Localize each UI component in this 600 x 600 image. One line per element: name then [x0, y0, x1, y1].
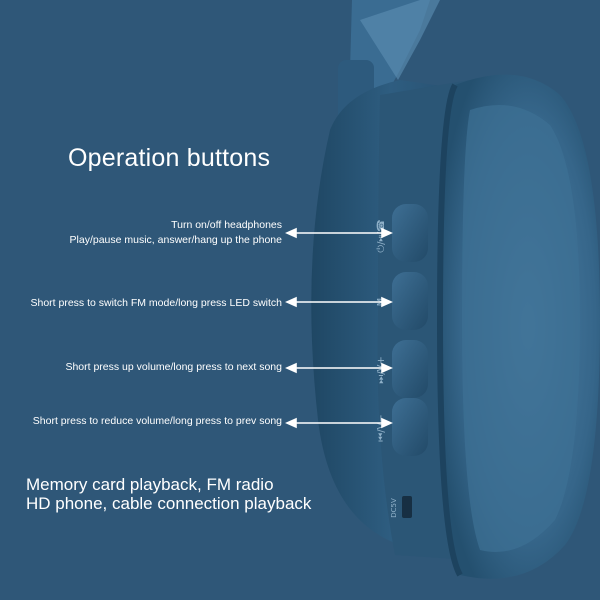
callout-volume-down: Short press to reduce volume/long press … [33, 414, 282, 429]
callout-volume-up: Short press up volume/long press to next… [65, 360, 282, 375]
svg-text:DC5V: DC5V [390, 498, 398, 518]
callout-power-line1: Turn on/off headphones [171, 219, 282, 231]
callout-arrows [285, 227, 393, 429]
callout-volume-down-line1: Short press to reduce volume/long press … [32, 415, 282, 427]
callout-power-line2: Play/pause music, answer/hang up the pho… [69, 234, 282, 246]
caption-line2: HD phone, cable connection playback [26, 494, 312, 513]
card-slot: DC5V [390, 496, 412, 518]
ear-cushion [436, 74, 600, 579]
callout-volume-up-line1: Short press up volume/long press to next… [65, 361, 282, 373]
control-buttons [392, 204, 428, 456]
callout-power: Turn on/off headphones Play/pause music,… [70, 218, 282, 248]
feature-caption: Memory card playback, FM radio HD phone,… [26, 475, 311, 513]
callout-mode-line1: Short press to switch FM mode/long press… [30, 297, 282, 309]
page-title: Operation buttons [68, 144, 271, 172]
caption-line1: Memory card playback, FM radio [26, 475, 274, 494]
callout-mode: Short press to switch FM mode/long press… [30, 296, 282, 311]
